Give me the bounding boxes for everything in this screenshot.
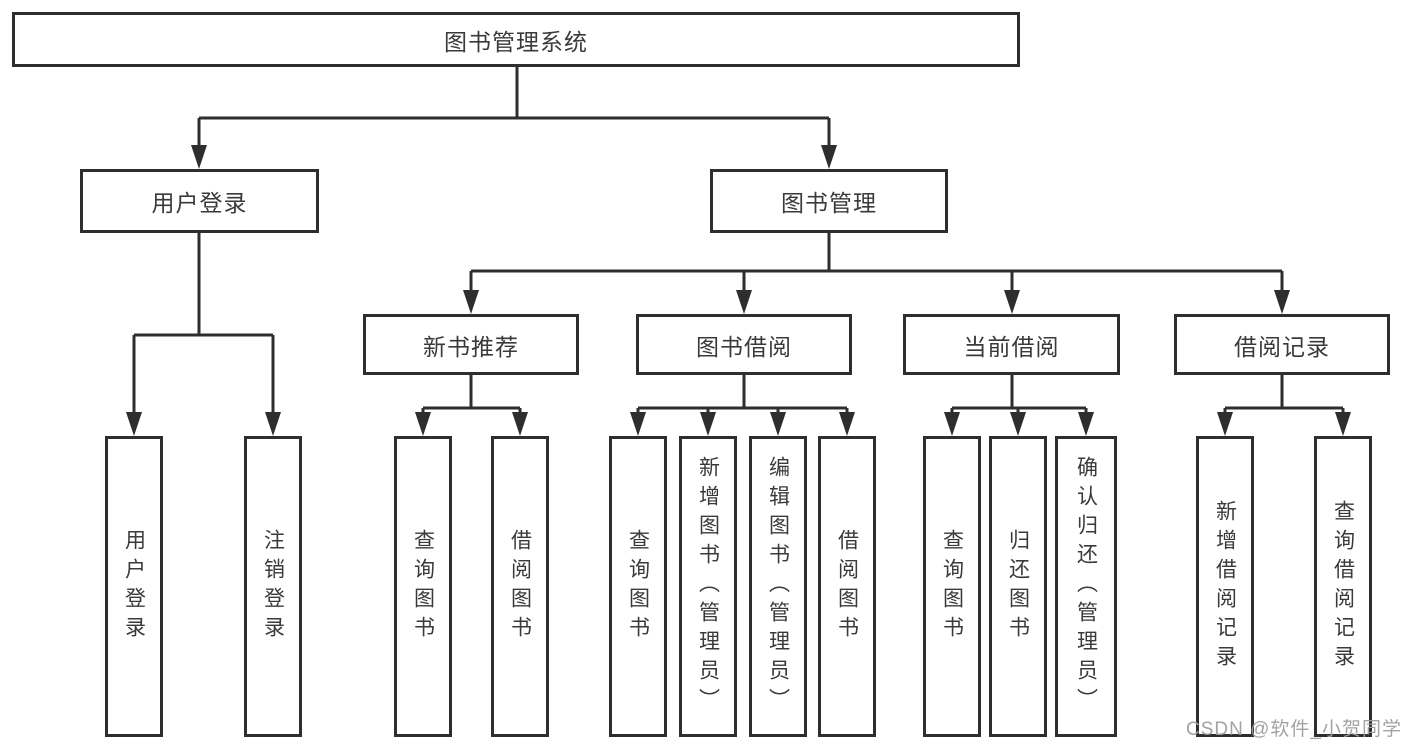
arrowheads [126, 145, 1351, 436]
leaf-logout-label: 注销登录 [261, 528, 285, 645]
csdn-watermark: CSDN @软件_小贺同学 [1186, 719, 1402, 740]
leaf-add-borrow-record: 新增借阅记录 [1196, 436, 1254, 737]
leaf-add-book-admin-label: 新增图书（管理员） [696, 456, 720, 717]
leaf-query-books-current: 查询图书 [923, 436, 981, 737]
connector-bookborrow-to-leaves [636, 375, 849, 419]
leaf-edit-book-admin-label: 编辑图书（管理员） [766, 456, 790, 717]
leaf-return-book: 归还图书 [989, 436, 1047, 737]
leaf-user-login: 用户登录 [105, 436, 163, 737]
node-book-borrowing: 图书借阅 [636, 314, 852, 375]
leaf-borrow-books-recommend-label: 借阅图书 [508, 528, 532, 645]
leaf-confirm-return-admin: 确认归还（管理员） [1055, 436, 1117, 737]
node-user-login: 用户登录 [80, 169, 319, 233]
node-library-management-system: 图书管理系统 [12, 12, 1020, 67]
connector-bookmgmt-to-level3 [469, 233, 1284, 298]
leaf-borrow-books-label: 借阅图书 [835, 528, 859, 645]
leaf-query-borrow-record-label: 查询借阅记录 [1331, 499, 1355, 674]
leaf-borrow-books: 借阅图书 [818, 436, 876, 737]
leaf-edit-book-admin: 编辑图书（管理员） [749, 436, 807, 737]
connector-root-to-level2 [197, 67, 831, 152]
leaf-user-login-label: 用户登录 [122, 528, 146, 645]
leaf-query-borrow-record: 查询借阅记录 [1314, 436, 1372, 737]
leaf-return-book-label: 归还图书 [1006, 528, 1030, 645]
leaf-borrow-books-recommend: 借阅图书 [491, 436, 549, 737]
leaf-query-books-recommend-label: 查询图书 [411, 528, 435, 645]
node-current-borrowing: 当前借阅 [903, 314, 1120, 375]
leaf-query-books-current-label: 查询图书 [940, 528, 964, 645]
leaf-query-books-borrow-label: 查询图书 [626, 528, 650, 645]
leaf-query-books-recommend: 查询图书 [394, 436, 452, 737]
leaf-add-borrow-record-label: 新增借阅记录 [1213, 499, 1237, 674]
connector-userlogin-to-leaves [132, 233, 275, 419]
connector-borrowrecord-to-leaves [1223, 375, 1345, 419]
connector-newbook-to-leaves [421, 375, 522, 419]
leaf-query-books-borrow: 查询图书 [609, 436, 667, 737]
leaf-logout: 注销登录 [244, 436, 302, 737]
node-book-management: 图书管理 [710, 169, 948, 233]
node-borrowing-records: 借阅记录 [1174, 314, 1390, 375]
leaf-add-book-admin: 新增图书（管理员） [679, 436, 737, 737]
node-new-book-recommendation: 新书推荐 [363, 314, 579, 375]
leaf-confirm-return-admin-label: 确认归还（管理员） [1074, 456, 1098, 717]
